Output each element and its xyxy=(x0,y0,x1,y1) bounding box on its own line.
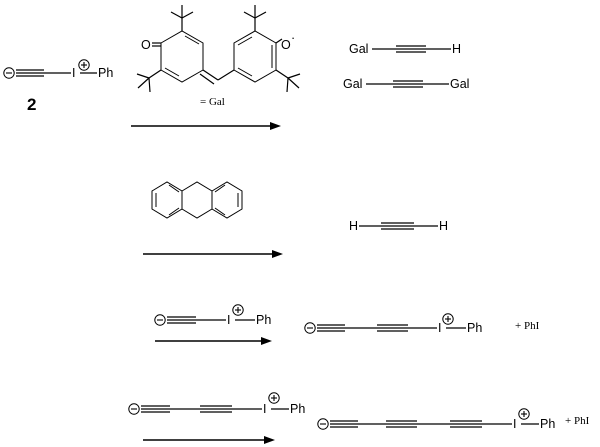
hydrogen-label: H xyxy=(349,219,358,233)
reaction-arrow-1 xyxy=(131,122,281,130)
product-butadiynyl-iodonium: I Ph xyxy=(304,313,482,335)
galvinoxyl-abbreviation-label: = Gal xyxy=(200,96,225,108)
carbanion-charge-icon xyxy=(128,403,140,415)
carbanion-charge-icon xyxy=(317,418,329,430)
radical-dot: · xyxy=(291,31,295,45)
reagent-2-structure: I Ph xyxy=(3,59,113,80)
ketone-oxygen-label: O xyxy=(141,38,151,52)
dihydroanthracene-structure xyxy=(151,181,243,219)
reagent-ethynyl-iodonium: I Ph xyxy=(154,304,271,327)
phenyl-label: Ph xyxy=(540,417,555,431)
gal-label: Gal xyxy=(349,42,368,56)
gal-label: Gal xyxy=(450,77,469,91)
galvinoxyl-structure: O O · xyxy=(136,5,301,93)
phenyl-label: Ph xyxy=(256,313,271,327)
iodine-label: I xyxy=(72,66,75,80)
product-acetylene: H H xyxy=(349,219,448,233)
compound-number-label: 2 xyxy=(27,95,36,114)
iodine-label: I xyxy=(263,402,266,416)
hydrogen-label: H xyxy=(452,42,461,56)
reaction-arrow-4 xyxy=(143,436,275,444)
reagent-butadiynyl-iodonium: I Ph xyxy=(128,392,305,416)
gal-label: Gal xyxy=(343,77,362,91)
hydrogen-label: H xyxy=(439,219,448,233)
phenyl-label: Ph xyxy=(290,402,305,416)
triple-bond xyxy=(16,69,44,77)
iodonium-charge-icon xyxy=(78,59,90,71)
iodine-label: I xyxy=(438,321,441,335)
iodonium-charge-icon xyxy=(268,392,280,404)
iodonium-charge-icon xyxy=(232,304,244,316)
iodobenzene-byproduct-label: + PhI xyxy=(565,415,590,427)
iodine-label: I xyxy=(513,417,516,431)
carbanion-charge-icon xyxy=(304,322,316,334)
phenoxyl-oxygen-label: O xyxy=(281,38,291,52)
iodobenzene-byproduct-label: + PhI xyxy=(515,320,540,332)
carbanion-charge-icon xyxy=(154,314,166,326)
phenyl-label: Ph xyxy=(98,66,113,80)
product-hexatriynyl-iodonium: I Ph xyxy=(317,408,555,431)
iodine-label: I xyxy=(227,313,230,327)
product-gal-alkyne-gal: Gal Gal xyxy=(343,77,469,91)
reaction-arrow-2 xyxy=(143,250,283,258)
iodonium-charge-icon xyxy=(442,313,454,325)
product-gal-alkyne-h: Gal H xyxy=(349,42,461,56)
iodonium-charge-icon xyxy=(518,408,530,420)
carbanion-charge-icon xyxy=(3,67,15,79)
phenyl-label: Ph xyxy=(467,321,482,335)
reaction-arrow-3 xyxy=(155,337,272,345)
